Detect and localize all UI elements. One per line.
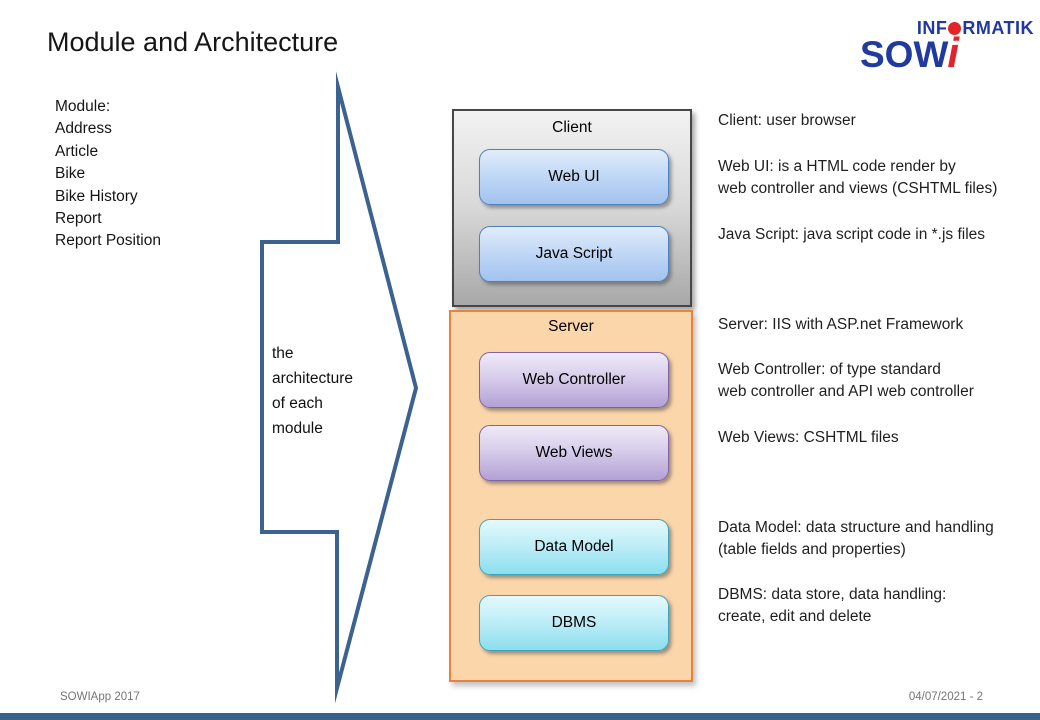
arrow-label-line: of each bbox=[272, 395, 323, 412]
logo-informatik-pre: INF bbox=[916, 18, 948, 38]
node-data-model-label: Data Model bbox=[534, 538, 614, 555]
annotation-line: Web Controller: of type standard bbox=[718, 361, 941, 378]
page-title: Module and Architecture bbox=[47, 27, 339, 57]
annotation-line: Data Model: data structure and handling bbox=[718, 519, 994, 536]
annotation-line: Client: user browser bbox=[718, 112, 856, 129]
node-java-script: Java Script bbox=[479, 226, 669, 282]
footer-date-page: 04/07/2021 - 2 bbox=[908, 691, 983, 703]
logo-sow: SOW bbox=[860, 34, 949, 75]
annotation-web-views: Web Views: CSHTML files bbox=[718, 427, 899, 449]
node-web-ui-label: Web UI bbox=[548, 168, 600, 185]
logo-informatik-post: RMATIK bbox=[962, 18, 1034, 38]
module-list-item: Article bbox=[55, 142, 99, 160]
annotation-line: DBMS: data store, data handling: bbox=[718, 586, 947, 603]
logo-informatik-text: INF RMATIK bbox=[917, 18, 1034, 39]
node-java-script-label: Java Script bbox=[535, 245, 613, 262]
client-container-title: Client bbox=[552, 119, 592, 136]
arrow-label-line: the bbox=[272, 345, 294, 362]
annotation-line: create, edit and delete bbox=[718, 608, 872, 625]
module-list: Module: Address Article Bike Bike Histor… bbox=[55, 96, 161, 253]
annotation-line: (table fields and properties) bbox=[718, 541, 906, 558]
module-list-item: Bike bbox=[55, 165, 86, 183]
annotation-line: web controller and views (CSHTML files) bbox=[718, 180, 998, 197]
node-dbms: DBMS bbox=[479, 595, 669, 651]
annotation-line: Server: IIS with ASP.net Framework bbox=[718, 316, 964, 333]
node-data-model: Data Model bbox=[479, 519, 669, 575]
annotation-line: Web UI: is a HTML code render by bbox=[718, 158, 956, 175]
node-web-views: Web Views bbox=[479, 425, 669, 481]
module-list-item: Address bbox=[55, 120, 112, 138]
annotation-line: Java Script: java script code in *.js fi… bbox=[718, 226, 986, 243]
logo-sow-text: SOWi bbox=[860, 32, 959, 75]
module-list-header: Module: bbox=[55, 98, 111, 115]
logo-i-accent: i bbox=[947, 29, 960, 76]
node-web-ui: Web UI bbox=[479, 149, 669, 205]
annotation-dbms: DBMS: data store, data handling: create,… bbox=[718, 584, 946, 628]
node-web-controller-label: Web Controller bbox=[522, 371, 626, 388]
module-list-item: Bike History bbox=[55, 187, 138, 205]
server-container: Server Web Controller Web Views Data Mod… bbox=[449, 310, 693, 682]
node-web-controller: Web Controller bbox=[479, 352, 669, 408]
bottom-accent-bar bbox=[0, 713, 1040, 720]
footer-app-name: SOWIApp 2017 bbox=[60, 691, 140, 703]
annotation-data-model: Data Model: data structure and handling … bbox=[718, 517, 994, 561]
node-dbms-label: DBMS bbox=[551, 614, 597, 631]
logo-o-dot-icon bbox=[948, 22, 962, 35]
annotation-client: Client: user browser bbox=[718, 110, 856, 132]
client-container: Client Web UI Java Script bbox=[452, 109, 692, 307]
sowi-logo: INF RMATIK SOWi bbox=[858, 12, 1036, 78]
module-list-item: Report bbox=[55, 210, 102, 228]
arrow-label-line: module bbox=[272, 420, 323, 437]
annotation-line: Web Views: CSHTML files bbox=[718, 429, 899, 446]
annotation-web-ui: Web UI: is a HTML code render by web con… bbox=[718, 156, 997, 200]
annotation-line: web controller and API web controller bbox=[718, 383, 974, 400]
annotation-java-script: Java Script: java script code in *.js fi… bbox=[718, 224, 985, 246]
annotation-server: Server: IIS with ASP.net Framework bbox=[718, 314, 963, 336]
server-container-title: Server bbox=[548, 318, 594, 335]
arrow-label-line: architecture bbox=[272, 370, 353, 387]
annotation-web-controller: Web Controller: of type standard web con… bbox=[718, 359, 974, 403]
node-web-views-label: Web Views bbox=[535, 444, 613, 461]
arrow-label: the architecture of each module bbox=[272, 341, 392, 441]
module-list-item: Report Position bbox=[55, 232, 161, 250]
